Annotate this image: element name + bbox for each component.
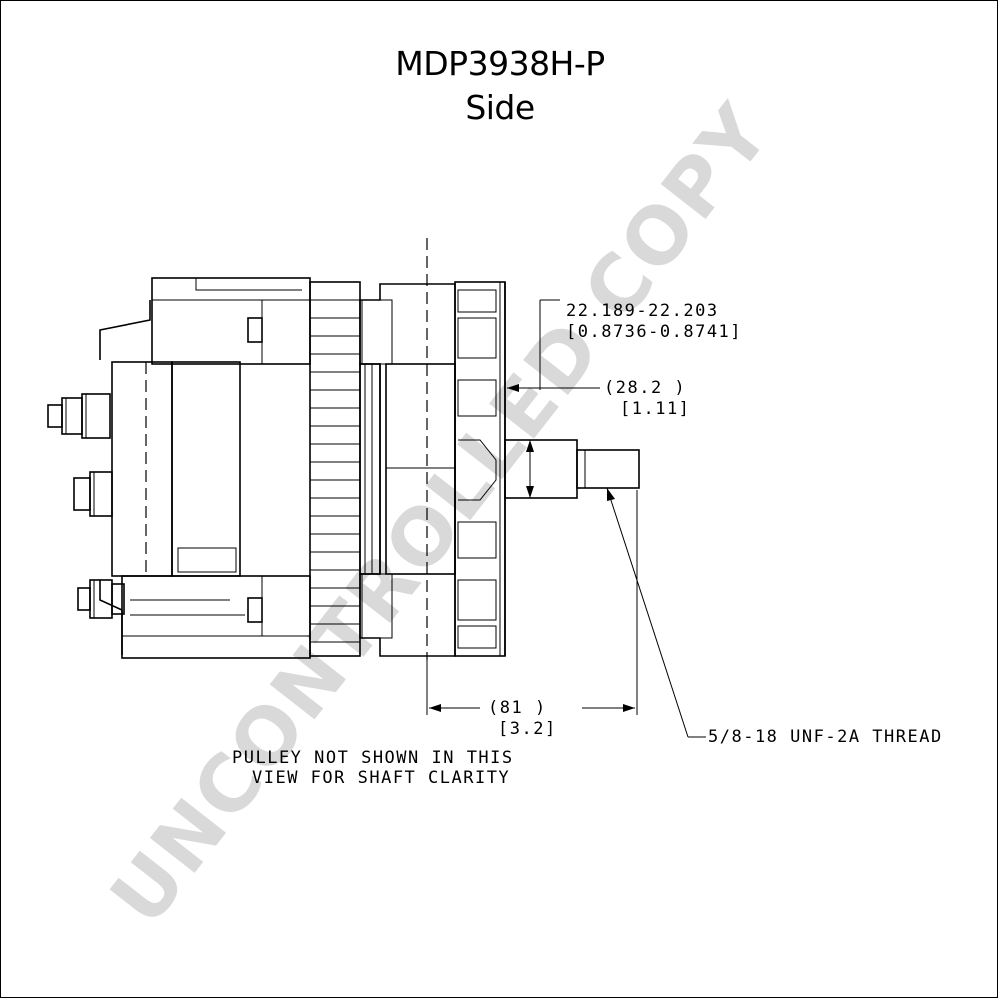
overall-mm: (81 ) [488, 698, 547, 718]
shaft-diameter-in: [0.8736-0.8741] [566, 322, 742, 342]
drawing-title: MDP3938H-P [395, 44, 605, 83]
thread-callout: 5/8-18 UNF-2A THREAD [708, 727, 943, 747]
watermark: UNCONTROLLED COPY [94, 88, 788, 942]
shaft-diameter-mm: 22.189-22.203 [566, 301, 719, 321]
thread-leader [606, 487, 706, 738]
dimension-overall [426, 490, 638, 715]
rear-housing [121, 277, 311, 659]
terminal-stud-middle [73, 471, 113, 517]
overall-in: [3.2] [498, 719, 557, 739]
shaft-length-mm: (28.2 ) [604, 378, 686, 398]
shaft [504, 439, 640, 499]
drawing-subtitle: Side [465, 88, 535, 127]
terminal-stud-bottom [77, 579, 125, 619]
rear-terminal-block [99, 300, 241, 655]
terminal-stud-top [47, 393, 111, 439]
dimension-shaft-diameter [507, 299, 600, 498]
note-line-1: PULLEY NOT SHOWN IN THIS [232, 748, 514, 768]
note-line-2: VIEW FOR SHAFT CLARITY [252, 768, 510, 788]
shaft-length-in: [1.11] [620, 399, 690, 419]
